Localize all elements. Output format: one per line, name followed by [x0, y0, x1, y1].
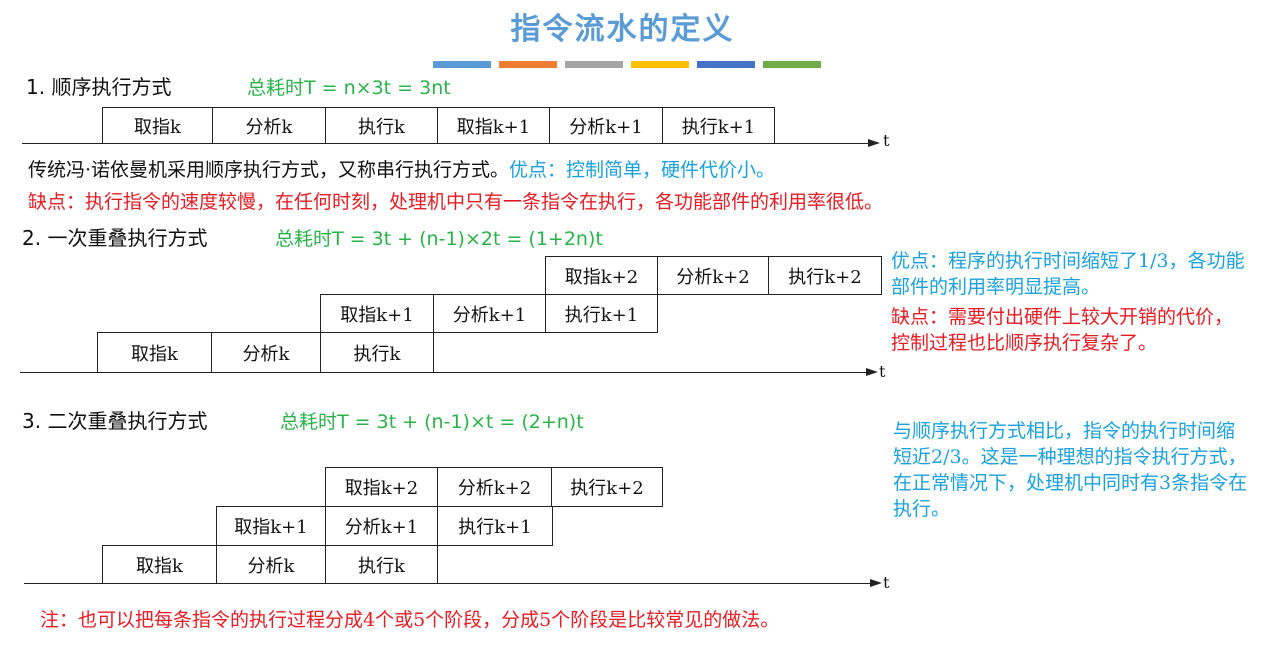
axis-arrow-icon [870, 579, 882, 587]
color-bar-6 [763, 61, 821, 68]
once-overlap-cons: 缺点：需要付出硬件上较大开销的代价，控制过程也比顺序执行复杂了。 [891, 306, 1234, 354]
timeline-cell: 取指k+1 [320, 294, 434, 333]
page-title: 指令流水的定义 [510, 12, 735, 47]
timeline-cell: 执行k+1 [545, 294, 658, 333]
timeline-cell: 分析k [212, 107, 326, 144]
timeline-cell: 取指k+2 [545, 256, 658, 295]
axis-arrow-icon [868, 139, 880, 147]
color-bar-5 [697, 61, 755, 68]
timeline-cell: 执行k+1 [437, 506, 553, 546]
timeline-cell: 执行k [325, 107, 438, 144]
section-1-formula: 总耗时T = n×3t = 3nt [247, 77, 451, 99]
timeline-cell: 分析k+2 [437, 467, 552, 507]
axis-label-t: t [879, 362, 886, 381]
time-axis [20, 372, 872, 373]
section-2-formula: 总耗时T = 3t + (n-1)×2t = (1+2n)t [275, 228, 603, 250]
timeline-cell: 取指k+1 [216, 506, 326, 546]
timeline-cell: 取指k [102, 107, 213, 144]
title-color-bars [433, 61, 821, 68]
sequential-cons: 缺点：执行指令的速度较慢，在任何时刻，处理机中只有一条指令在执行，各功能部件的利… [28, 191, 884, 213]
timeline-cell: 取指k [102, 545, 217, 584]
footnote: 注：也可以把每条指令的执行过程分成4个或5个阶段，分成5个阶段是比较常见的做法。 [40, 609, 780, 631]
color-bar-3 [565, 61, 623, 68]
timeline-cell: 执行k+1 [662, 107, 775, 144]
color-bar-1 [433, 61, 491, 68]
timeline-cell: 分析k+1 [549, 107, 663, 144]
sequential-description: 传统冯·诺依曼机采用顺序执行方式，又称串行执行方式。优点：控制简单，硬件代价小。 [28, 155, 775, 182]
section-3-formula: 总耗时T = 3t + (n-1)×t = (2+n)t [280, 411, 584, 433]
once-overlap-pros: 优点：程序的执行时间缩短了1/3，各功能部件的利用率明显提高。 [891, 250, 1245, 298]
axis-arrow-icon [866, 368, 878, 376]
section-1-heading: 1. 顺序执行方式 [26, 75, 172, 99]
timeline-cell: 执行k+2 [768, 256, 882, 295]
timeline-cell: 分析k+1 [433, 294, 546, 333]
color-bar-2 [499, 61, 557, 68]
timeline-cell: 取指k+2 [325, 467, 438, 507]
timeline-cell: 执行k [325, 545, 438, 584]
timeline-cell: 取指k+1 [437, 107, 550, 144]
timeline-cell: 分析k+2 [657, 256, 769, 295]
timeline-cell: 分析k [211, 332, 321, 373]
sequential-desc-text: 传统冯·诺依曼机采用顺序执行方式，又称串行执行方式。 [28, 159, 510, 181]
axis-label-t: t [883, 131, 890, 150]
color-bar-4 [631, 61, 689, 68]
twice-overlap-description: 与顺序执行方式相比，指令的执行时间缩短近2/3。这是一种理想的指令执行方式，在正… [893, 420, 1248, 520]
sequential-pros: 优点：控制简单，硬件代价小。 [509, 159, 776, 181]
section-2-heading: 2. 一次重叠执行方式 [22, 226, 208, 250]
timeline-cell: 执行k+2 [551, 467, 663, 507]
axis-label-t: t [883, 573, 890, 592]
section-3-heading: 3. 二次重叠执行方式 [22, 409, 208, 433]
timeline-cell: 执行k [320, 332, 434, 373]
timeline-cell: 取指k [97, 332, 212, 373]
timeline-cell: 分析k+1 [325, 506, 438, 546]
time-axis [24, 583, 876, 584]
time-axis [22, 143, 874, 144]
timeline-cell: 分析k [216, 545, 326, 584]
